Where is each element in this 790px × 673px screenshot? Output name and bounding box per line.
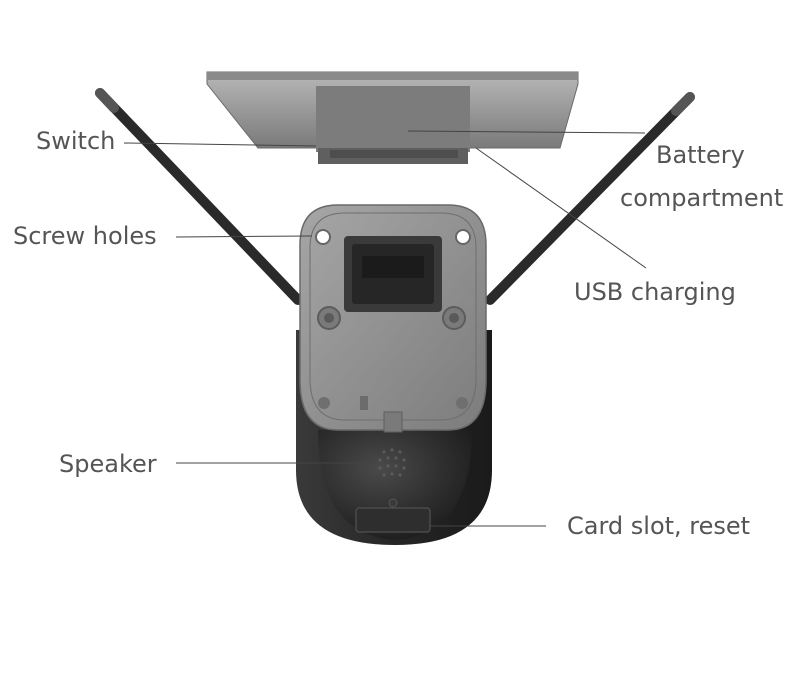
right-antenna xyxy=(485,92,695,305)
label-screw-holes: Screw holes xyxy=(13,222,157,250)
leader-lines xyxy=(123,130,647,527)
usb-charging-leader-line xyxy=(475,147,647,269)
mount-plate xyxy=(299,204,487,433)
screw-holes-leader-line xyxy=(175,235,313,238)
label-battery-line1: Battery xyxy=(656,141,745,169)
label-speaker: Speaker xyxy=(59,450,157,478)
speaker-grille xyxy=(378,448,406,477)
battery-leader-line xyxy=(407,130,646,134)
label-switch: Switch xyxy=(36,127,116,155)
label-battery-line2: compartment xyxy=(620,184,784,212)
label-card-slot-reset: Card slot, reset xyxy=(567,512,751,540)
solar-panel xyxy=(206,71,579,164)
switch-leader-line xyxy=(123,142,317,147)
label-usb-charging: USB charging xyxy=(574,278,736,306)
card-slot-cover xyxy=(355,498,431,533)
left-antenna xyxy=(95,88,303,305)
